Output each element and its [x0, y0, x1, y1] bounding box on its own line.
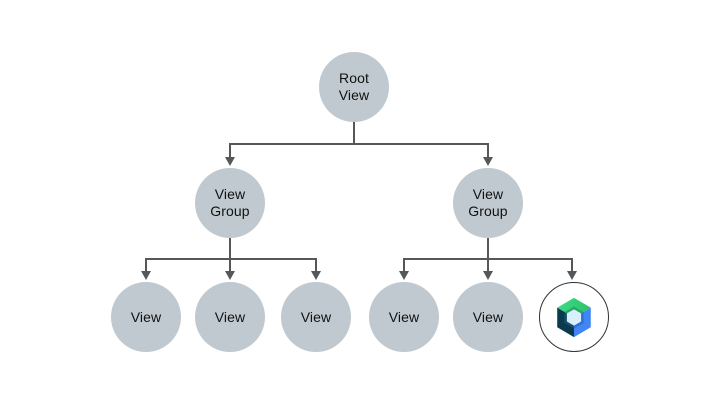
node-view-left-1: View: [111, 282, 181, 352]
node-view-right-1: View: [369, 282, 439, 352]
arrowhead-icon: [399, 271, 409, 280]
node-compose: [539, 282, 609, 352]
arrowhead-icon: [483, 271, 493, 280]
arrowhead-icon: [311, 271, 321, 280]
node-root-view: Root View: [319, 52, 389, 122]
node-view-group-left: View Group: [195, 168, 265, 238]
node-view-right-2: View: [453, 282, 523, 352]
connector-right-group-to-views: [399, 238, 577, 280]
compose-logo-center-hexagon: [566, 309, 582, 326]
node-view-left-2: View: [195, 282, 265, 352]
node-view-group-right: View Group: [453, 168, 523, 238]
node-view-left-1-label: View: [130, 308, 162, 325]
connector-left-group-to-views: [141, 238, 321, 280]
arrowhead-icon: [225, 271, 235, 280]
node-view-left-2-label: View: [214, 308, 246, 325]
node-view-left-3-label: View: [300, 308, 332, 325]
jetpack-compose-icon: [557, 297, 591, 338]
arrowhead-icon: [567, 271, 577, 280]
arrowhead-icon: [483, 157, 493, 166]
node-view-right-2-label: View: [472, 308, 504, 325]
node-view-right-1-label: View: [388, 308, 420, 325]
node-view-left-3: View: [281, 282, 351, 352]
node-view-group-left-label: View Group: [210, 186, 250, 219]
node-root-view-label: Root View: [338, 70, 370, 103]
connector-root-to-groups: [225, 120, 493, 166]
node-view-group-right-label: View Group: [468, 186, 508, 219]
arrowhead-icon: [141, 271, 151, 280]
arrowhead-icon: [225, 157, 235, 166]
